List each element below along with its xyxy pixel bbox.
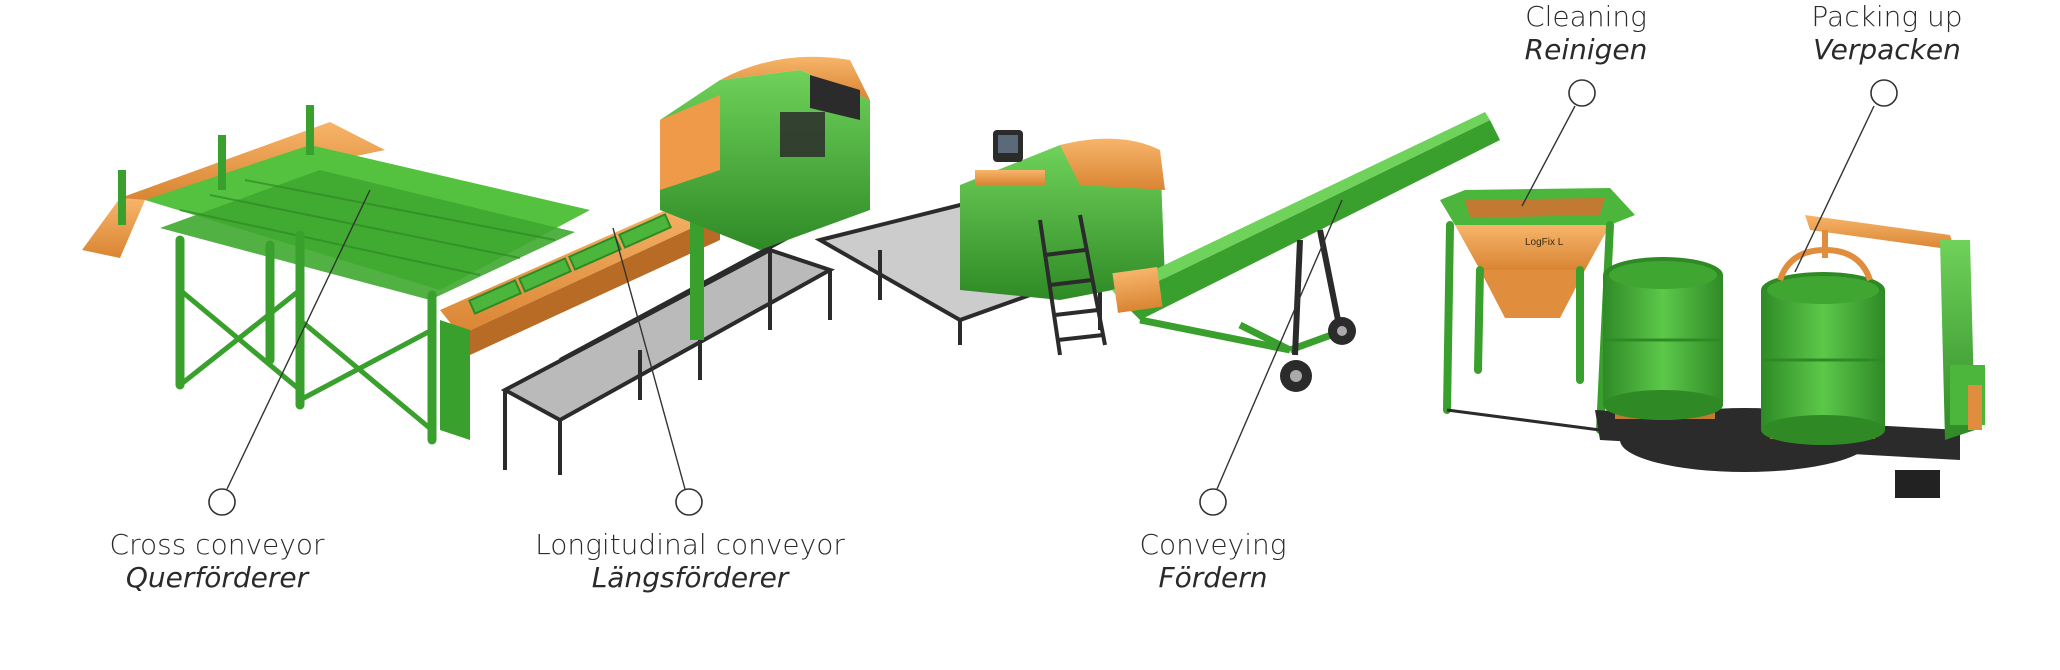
label-en: Packing up [1811, 0, 1963, 33]
callout-line-clean [1521, 105, 1576, 207]
label-en: Cross conveyor [109, 528, 325, 561]
packing-station [1595, 215, 1985, 498]
label-de: Querförderer [125, 561, 309, 594]
cleaning-unit: LogFix L [1440, 188, 1635, 434]
label-cross-conveyor: Cross conveyor Querförderer [110, 528, 325, 594]
callout-marker-cross [208, 488, 236, 516]
label-de: Verpacken [1813, 33, 1961, 66]
callout-marker-conv [1199, 488, 1227, 516]
control-unit [960, 130, 1165, 356]
label-conveying: Conveying Fördern [1139, 528, 1286, 594]
label-cleaning: Cleaning Reinigen [1525, 0, 1648, 66]
callout-line-long [612, 227, 686, 490]
callout-marker-long [675, 488, 703, 516]
cross-conveyor [82, 105, 590, 445]
incline-conveyor [1112, 112, 1500, 392]
label-en: Cleaning [1525, 0, 1647, 33]
label-de: Längsförderer [591, 561, 789, 594]
callout-lines [226, 105, 1875, 490]
machine-logo: LogFix L [1525, 237, 1564, 248]
callout-line-cross [226, 189, 371, 490]
label-packing-up: Packing up Verpacken [1811, 0, 1962, 66]
label-en: Conveying [1139, 528, 1287, 561]
callout-marker-clean [1568, 79, 1596, 107]
callout-line-pack [1794, 105, 1875, 273]
label-en: Longitudinal conveyor [535, 528, 845, 561]
callout-marker-pack [1870, 79, 1898, 107]
callout-markers [208, 79, 1898, 516]
label-longitudinal-conveyor: Longitudinal conveyor Längsförderer [535, 528, 845, 594]
label-de: Reinigen [1524, 33, 1648, 66]
callout-line-conv [1216, 199, 1343, 490]
label-de: Fördern [1158, 561, 1268, 594]
